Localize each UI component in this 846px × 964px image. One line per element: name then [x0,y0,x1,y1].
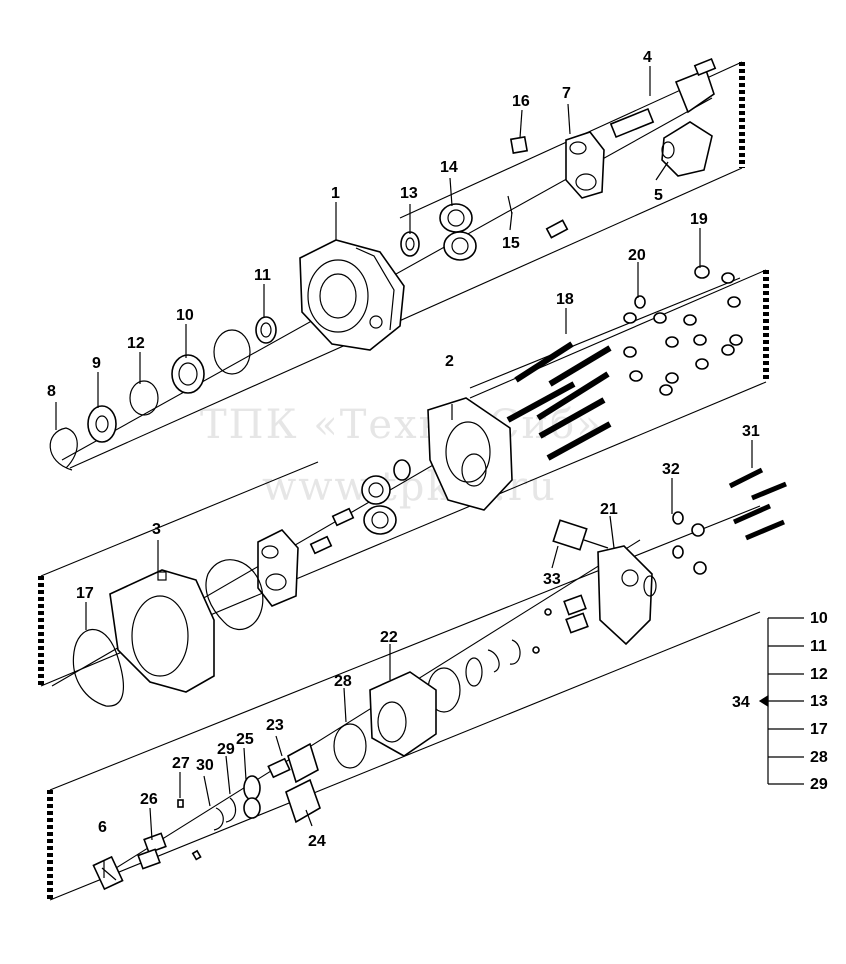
callout-19: 19 [690,211,708,228]
kit-34-bracket: 34 10 11 12 13 17 28 29 [732,610,828,793]
callout-7: 7 [562,85,571,102]
gasket-17 [72,628,124,707]
callout-23: 23 [266,717,284,734]
callout-3: 3 [152,521,161,538]
callout-9: 9 [92,355,101,372]
callout-numbers: 1 2 3 4 5 6 7 8 9 10 11 12 13 14 15 16 1… [47,49,760,850]
callout-2: 2 [445,353,454,370]
callout-15: 15 [502,235,520,252]
wear-plate-7 [565,131,605,199]
callout-10: 10 [176,307,194,324]
gear-housing-2 [427,397,513,511]
o-ring-left [213,329,251,375]
bolts-31 [728,467,787,541]
callout-26: 26 [140,791,158,808]
dowel-pins [507,135,569,239]
callout-32: 32 [662,461,680,478]
callout-27: 27 [172,755,190,772]
leader-lines [55,66,753,878]
gasket-28 [333,723,367,769]
callout-4: 4 [643,49,652,66]
studs-18 [506,341,612,461]
kit-34-label: 34 [732,694,750,711]
snap-ring-8 [49,427,78,471]
bearing-9 [87,405,117,443]
cover-21 [597,545,657,646]
bushing-25 [243,775,261,819]
seal-10 [171,354,205,394]
o-ring-12 [129,380,159,416]
callout-12: 12 [127,335,145,352]
callout-14: 14 [440,159,458,176]
callout-1: 1 [331,185,340,202]
callout-11: 11 [254,267,271,284]
watermark-line-1: ТПК «Техно-Сиб» [200,402,603,448]
break-bands [38,62,769,900]
callout-17: 17 [76,585,94,602]
callout-5: 5 [654,187,663,204]
callout-28: 28 [334,673,352,690]
valve-33 [552,519,609,551]
kit-item-28: 28 [810,749,828,766]
callout-22: 22 [380,629,398,646]
sleeves-26 [137,832,167,870]
bearings-middle [361,459,411,535]
seal-ring [400,231,420,257]
kit-item-10: 10 [810,610,828,627]
callout-20: 20 [628,247,646,264]
snap-rings-lower [465,639,521,687]
gear-24 [285,778,321,824]
wear-plate-middle [257,529,299,607]
callout-33: 33 [543,571,561,588]
pin-27 [177,799,202,861]
callout-18: 18 [556,291,574,308]
callout-8: 8 [47,383,56,400]
callout-21: 21 [600,501,618,518]
callout-24: 24 [308,833,326,850]
callout-13: 13 [400,185,418,202]
drive-gear-shaft-4 [609,57,717,139]
bearing-14 [439,203,477,261]
housing-front [299,239,405,351]
washers-32 [672,511,707,575]
callout-16: 16 [512,93,530,110]
callout-29: 29 [217,741,235,758]
snap-rings-29-30 [213,797,237,831]
end-cover-22 [369,671,437,757]
driven-gear-5 [661,121,713,177]
callout-25: 25 [236,731,254,748]
shaft-6 [92,855,124,891]
pins-middle [309,507,355,555]
nuts-and-washers [623,265,743,396]
callout-31: 31 [742,423,760,440]
seal-11 [255,316,277,344]
housing-3 [109,569,215,693]
gear-23 [267,742,319,784]
kit-item-13: 13 [810,693,828,710]
gasket-middle [205,559,264,631]
kit-item-12: 12 [810,666,828,683]
kit-item-17: 17 [810,721,828,738]
callout-6: 6 [98,819,107,836]
kit-item-11: 11 [810,638,827,655]
kit-item-29: 29 [810,776,828,793]
spacers-lower [532,594,589,654]
callout-30: 30 [196,757,214,774]
